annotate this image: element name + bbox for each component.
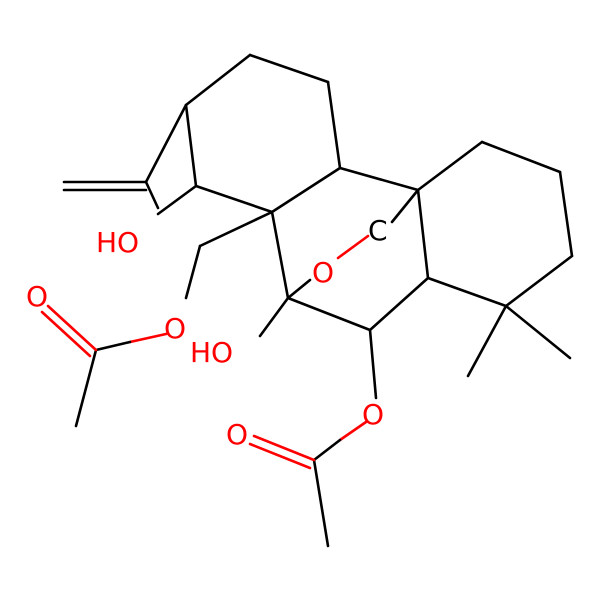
bond: [390, 188, 420, 224]
atom-label-carbonyl-oxygen-right: O: [226, 418, 248, 451]
atom-label-ring-carbon: C: [368, 214, 388, 247]
bond: [270, 210, 290, 300]
atom-label-ho-top: HO: [96, 226, 139, 259]
bond: [94, 340, 132, 352]
bond: [426, 276, 508, 308]
bond: [128, 332, 168, 344]
bond: [338, 166, 420, 192]
double-bond: [40, 310, 92, 358]
bond: [184, 244, 202, 300]
bond: [198, 210, 274, 248]
bonds: [40, 53, 574, 548]
bond: [248, 53, 330, 84]
bond: [368, 328, 378, 400]
double-bond: [252, 434, 316, 462]
bond: [156, 184, 198, 216]
bond: [286, 296, 372, 332]
bond: [312, 438, 342, 462]
bond: [338, 420, 368, 442]
bond: [504, 254, 574, 308]
bond: [194, 184, 274, 214]
bond: [336, 234, 370, 260]
bond: [286, 278, 312, 300]
bond: [258, 296, 290, 338]
double-bond: [248, 442, 312, 470]
bond: [466, 304, 508, 378]
atom-labels: HO HO O C O O O O: [26, 214, 388, 451]
bond: [184, 103, 198, 188]
double-bond: [46, 304, 98, 352]
bond: [270, 166, 342, 214]
bond: [326, 80, 342, 170]
atom-label-ho-mid: HO: [190, 336, 233, 369]
bond: [368, 276, 430, 332]
bond: [144, 180, 160, 210]
atom-label-ester-oxygen-right: O: [362, 398, 384, 431]
bond: [184, 53, 252, 107]
bond: [312, 458, 330, 548]
bond: [480, 140, 562, 174]
bond: [74, 348, 98, 428]
bond: [558, 170, 574, 258]
bond: [504, 304, 572, 360]
bond: [416, 188, 430, 280]
atom-label-ester-oxygen-left: O: [164, 312, 186, 345]
bond: [144, 103, 188, 184]
bond: [416, 140, 484, 192]
atom-label-ring-oxygen: O: [312, 256, 334, 289]
atom-label-carbonyl-oxygen-left: O: [26, 280, 48, 313]
